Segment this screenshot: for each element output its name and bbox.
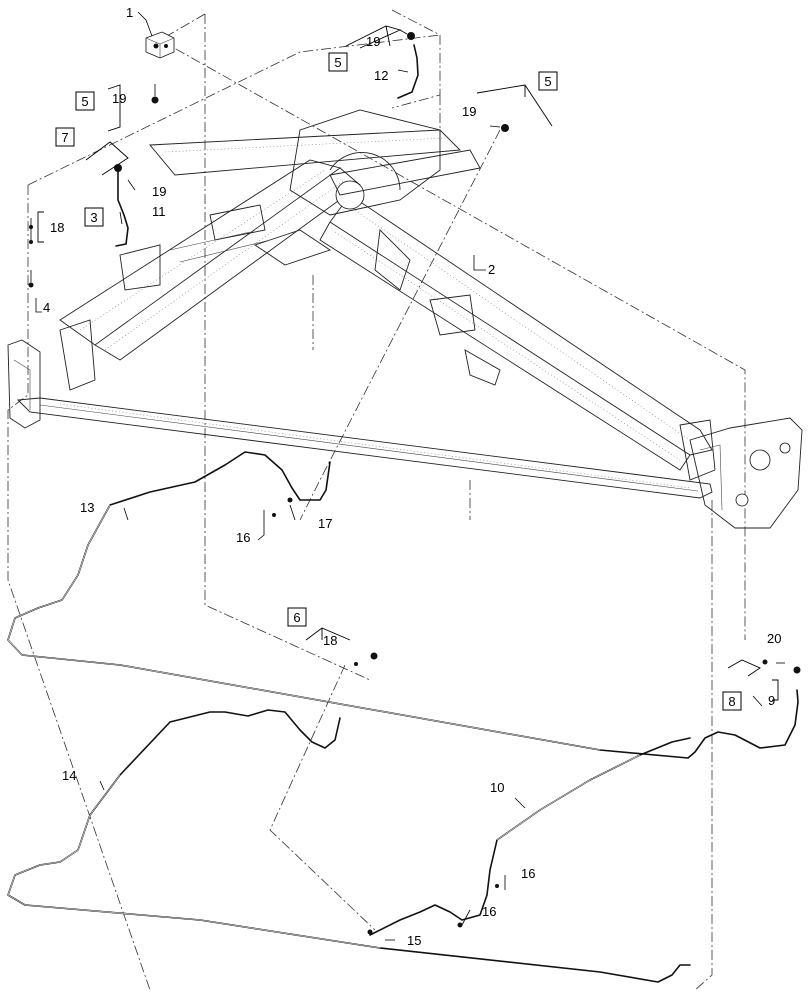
callout-19c: 19 [462, 104, 476, 119]
callout-2: 2 [488, 262, 495, 277]
fitting-icon [28, 29, 801, 935]
callout-label: 7 [61, 130, 68, 145]
callout-18b: 18 [323, 633, 337, 648]
callout-16a: 16 [236, 530, 250, 545]
callout-box-3: 3 [84, 207, 104, 227]
callout-15: 15 [407, 933, 421, 948]
callout-18a: 18 [50, 220, 64, 235]
callout-4: 4 [43, 300, 50, 315]
valve-block-icon [145, 31, 175, 59]
callout-16c: 16 [482, 904, 496, 919]
toolbar-frame-icon [7, 109, 803, 529]
callout-19a: 19 [366, 34, 380, 49]
callout-label: 5 [81, 94, 88, 109]
callout-20: 20 [767, 631, 781, 646]
callout-box-5b: 5 [538, 71, 558, 91]
callout-19d: 19 [152, 184, 166, 199]
callout-17: 17 [318, 516, 332, 531]
callout-9: 9 [768, 693, 775, 708]
kit-brackets [37, 25, 779, 701]
callout-10: 10 [490, 780, 504, 795]
leader-lines [35, 11, 785, 941]
callout-box-5c: 5 [75, 91, 95, 111]
callout-11: 11 [152, 204, 166, 219]
callout-box-5a: 5 [328, 52, 348, 72]
callout-19b: 19 [112, 91, 126, 106]
callout-label: 8 [728, 694, 735, 709]
callout-16b: 16 [521, 866, 535, 881]
callout-13: 13 [80, 500, 94, 515]
callout-1: 1 [126, 5, 133, 20]
callout-14: 14 [62, 768, 76, 783]
callout-box-6: 6 [287, 607, 307, 627]
callout-box-7: 7 [55, 127, 75, 147]
callout-label: 3 [90, 210, 97, 225]
callout-label: 6 [293, 610, 300, 625]
hydraulic-hose-icon [7, 44, 799, 983]
callout-12: 12 [374, 68, 388, 83]
callout-box-8: 8 [722, 691, 742, 711]
callout-label: 5 [544, 74, 551, 89]
callout-label: 5 [334, 55, 341, 70]
